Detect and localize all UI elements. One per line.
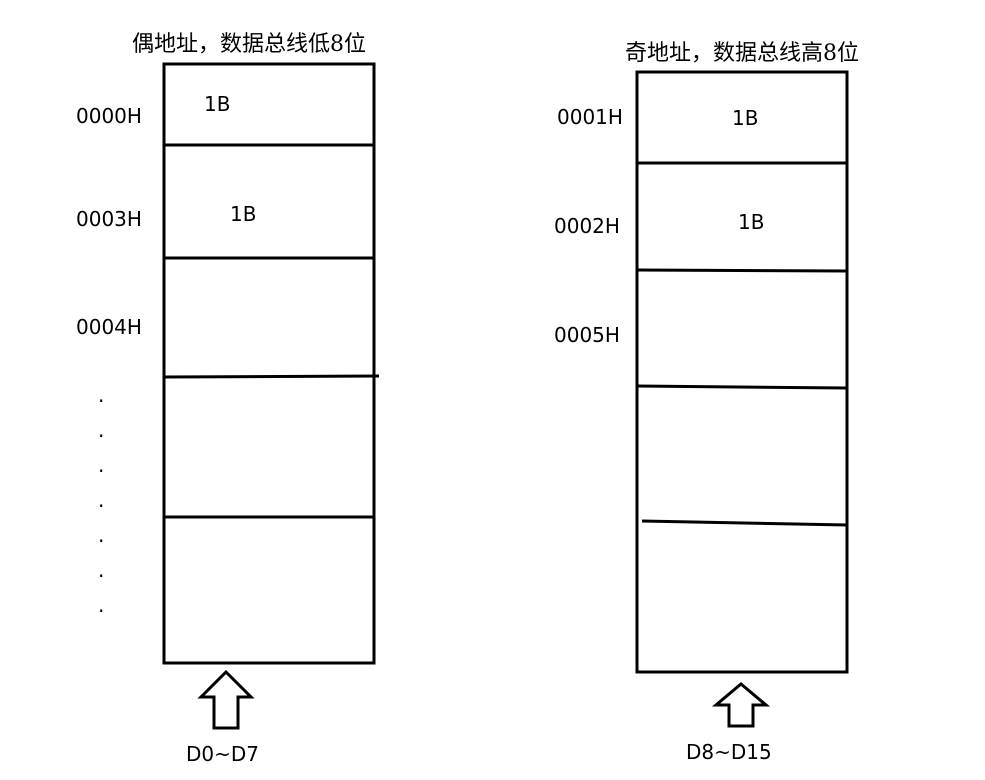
ellipsis-dot: . bbox=[98, 523, 104, 547]
left-bank-box bbox=[162, 62, 376, 665]
left-address-label: 0004H bbox=[76, 315, 142, 339]
up-arrow-icon bbox=[197, 669, 255, 730]
ellipsis-dot: . bbox=[98, 418, 104, 442]
right-cell-value: 1B bbox=[732, 106, 758, 130]
ellipsis-dot: . bbox=[98, 593, 104, 617]
right-cell-divider bbox=[641, 519, 848, 527]
left-cell-value: 1B bbox=[230, 202, 256, 226]
left-cell-value: 1B bbox=[204, 92, 230, 116]
left-bank-title: 偶地址，数据总线低8位 bbox=[132, 32, 366, 57]
ellipsis-dot: . bbox=[98, 383, 104, 407]
left-bus-label: D0~D7 bbox=[186, 742, 259, 766]
left-cell-divider bbox=[163, 374, 380, 379]
ellipsis-dot: . bbox=[98, 488, 104, 512]
right-address-label: 0005H bbox=[554, 323, 620, 347]
ellipsis-dot: . bbox=[98, 453, 104, 477]
right-bus-label: D8~D15 bbox=[686, 740, 772, 764]
right-address-label: 0002H bbox=[554, 214, 620, 238]
up-arrow-icon bbox=[711, 682, 771, 728]
right-address-label: 0001H bbox=[557, 105, 623, 129]
right-cell-divider bbox=[636, 384, 848, 390]
right-memory-bank: 奇地址，数据总线高8位 1B 1B 0001H 0002H 0005H D8~D… bbox=[554, 41, 859, 764]
ellipsis-dot: . bbox=[98, 558, 104, 582]
right-bank-box bbox=[635, 70, 849, 674]
right-cell-divider bbox=[636, 268, 848, 273]
left-address-label: 0003H bbox=[76, 207, 142, 231]
left-address-label: 0000H bbox=[76, 104, 142, 128]
left-memory-bank: 偶地址，数据总线低8位 1B 1B 0000H 0003H 0004H . . … bbox=[76, 32, 380, 766]
right-cell-value: 1B bbox=[738, 210, 764, 234]
right-bank-title: 奇地址，数据总线高8位 bbox=[625, 41, 859, 66]
